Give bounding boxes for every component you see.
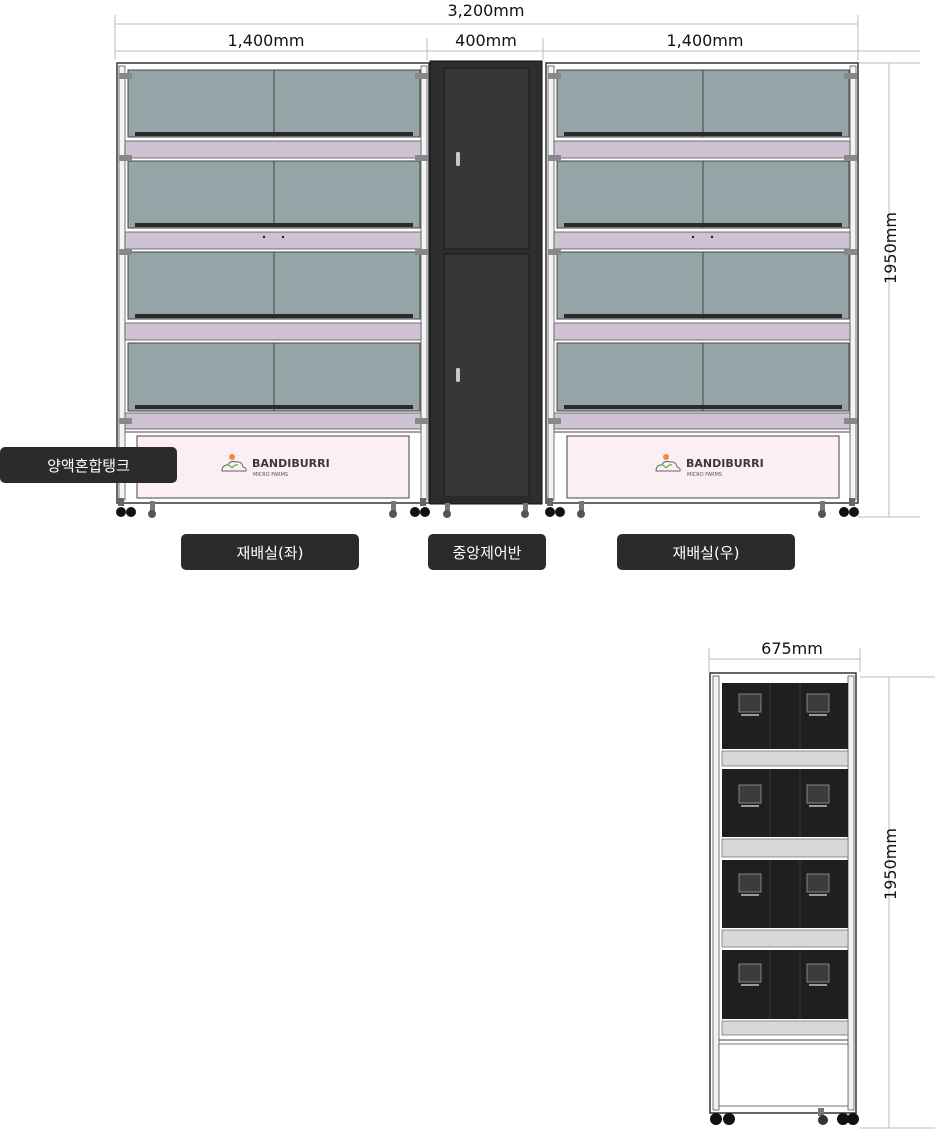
caster-wheel-icon (116, 507, 126, 517)
left-base-panel (136, 435, 410, 499)
left-width-label: 1,400mm (228, 31, 305, 50)
brand-subtitle: MICRO FARMS (687, 472, 722, 478)
brand-cloud-icon (221, 460, 247, 472)
side-tier-4 (722, 950, 848, 1019)
brand-name: BANDIBURRI (252, 457, 330, 470)
left-shelf-band-1 (124, 140, 422, 159)
right-shelf-band-1 (553, 140, 851, 159)
right-cultivation-room: BANDIBURRI MICRO FARMS (545, 62, 859, 518)
side-dimension-lines (708, 648, 935, 1129)
right-width-label: 1,400mm (667, 31, 744, 50)
right-shelf-band-3 (553, 322, 851, 341)
side-view-cabinet (709, 672, 859, 1125)
left-shelf-band-3 (124, 322, 422, 341)
right-shelf-band-2 (553, 231, 851, 250)
brand-name: BANDIBURRI (686, 457, 764, 470)
central-control-panel (429, 60, 543, 518)
nutrient-tank-tag: 양액혼합탱크 (0, 447, 177, 483)
side-height-label: 1950mm (881, 828, 900, 900)
control-panel-tag: 중앙제어반 (428, 534, 546, 570)
brand-sun-icon (229, 454, 235, 460)
side-tier-1 (722, 683, 848, 749)
right-shelf-band-4 (553, 412, 851, 430)
brand-subtitle: MICRO FARMS (253, 472, 288, 478)
side-tier-3 (722, 860, 848, 928)
left-cultivation-room: BANDIBURRI MICRO FARMS (116, 62, 430, 518)
right-base-panel (566, 435, 840, 499)
left-brand-logo: BANDIBURRI MICRO FARMS (221, 454, 330, 478)
fan-icon (738, 693, 762, 713)
left-room-tag: 재배실(좌) (181, 534, 359, 570)
center-width-label: 400mm (455, 31, 517, 50)
total-width-label: 3,200mm (448, 1, 525, 20)
dimension-lines (114, 15, 920, 518)
left-shelf-band-4 (124, 412, 422, 430)
depth-label: 675mm (761, 639, 823, 658)
front-height-label: 1950mm (881, 212, 900, 284)
right-brand-logo: BANDIBURRI MICRO FARMS (655, 454, 764, 478)
door-handle-icon (456, 152, 460, 166)
right-room-tag: 재배실(우) (617, 534, 795, 570)
left-shelf-band-2 (124, 231, 422, 250)
